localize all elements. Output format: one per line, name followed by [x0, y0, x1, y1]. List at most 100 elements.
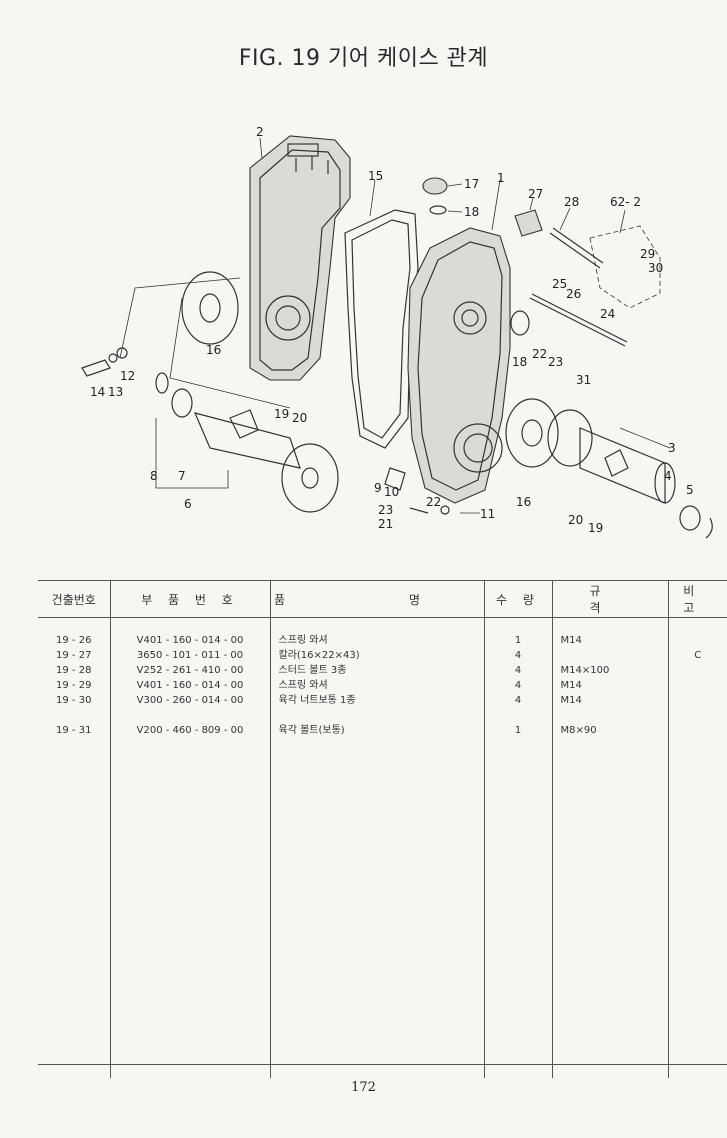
cell-part-no: V300 - 260 - 014 - 00: [109, 693, 270, 708]
callout-19b: 19: [588, 521, 603, 535]
cell-remark: [667, 633, 727, 648]
callout-11: 11: [480, 507, 495, 521]
cell-remark: [667, 678, 727, 693]
filler-cap: [422, 177, 448, 215]
cell-spec: M14: [551, 633, 668, 648]
callout-17: 17: [464, 177, 479, 191]
cell-ref: [38, 708, 110, 723]
callout-16: 16: [206, 343, 221, 357]
left-shaft-assembly: [155, 271, 339, 513]
cell-qty: 1: [483, 723, 552, 738]
cell-name: [269, 708, 484, 723]
header-spec: 규 격: [551, 580, 668, 618]
table-header-row: 건출번호 부 품 번 호 품 명 수 량 규 격 비 고: [38, 580, 727, 618]
callout-20b: 20: [568, 513, 583, 527]
cell-remark: [667, 708, 727, 723]
callout-6: 6: [184, 497, 192, 511]
cell-qty: 4: [483, 663, 552, 678]
cell-name: 스프링 와셔: [269, 678, 484, 693]
cell-spec: [551, 708, 668, 723]
right-shaft-assembly: [505, 398, 713, 539]
table-row: 19 - 30 V300 - 260 - 014 - 00 육각 너트보통 1종…: [38, 693, 727, 708]
callout-18: 18: [464, 205, 479, 219]
exploded-diagram: 2 15 17 1 18 27 28 62- 2 29 30 25 26 24 …: [60, 118, 727, 548]
cell-spec: M14×100: [551, 663, 668, 678]
cell-qty: 4: [483, 648, 552, 663]
parts-table: 건출번호 부 품 번 호 품 명 수 량 규 격 비 고 19 - 26 V40…: [38, 580, 727, 1078]
callout-27: 27: [528, 187, 543, 201]
callout-1: 1: [497, 171, 505, 185]
cell-part-no: [109, 708, 270, 723]
callout-9: 9: [374, 481, 382, 495]
cell-ref: 19 - 27: [56, 650, 92, 661]
header-name: 품 명: [269, 580, 484, 618]
callout-31: 31: [576, 373, 591, 387]
cell-part-no: V401 - 160 - 014 - 00: [109, 678, 270, 693]
cell-qty: 4: [483, 693, 552, 708]
header-remark: 비 고: [667, 580, 727, 618]
page-number: 172: [351, 1080, 376, 1095]
cell-part-no: V200 - 460 - 809 - 00: [109, 723, 270, 738]
cell-ref: 19 - 29: [56, 680, 92, 691]
cell-qty: [483, 708, 552, 723]
callout-18b: 18: [512, 355, 527, 369]
table-bottom-rule: [38, 1064, 727, 1065]
table-row: 19 - 29 V401 - 160 - 014 - 00 스프링 와셔 4 M…: [38, 678, 727, 693]
callout-30: 30: [648, 261, 663, 275]
callout-5: 5: [686, 483, 694, 497]
table-filler-row: [38, 738, 727, 1078]
gasket: [344, 209, 419, 449]
cell-name: 칼라(16×22×43): [269, 648, 484, 663]
table-row: 19 - 31 V200 - 460 - 809 - 00 육각 볼트(보통) …: [38, 723, 727, 738]
callout-10: 10: [384, 485, 399, 499]
cell-remark: C: [667, 648, 727, 663]
table-row: 19 - 28 V252 - 261 - 410 - 00 스터드 볼트 3종 …: [38, 663, 727, 678]
cell-part-no: 3650 - 101 - 011 - 00: [109, 648, 270, 663]
header-part-no: 부 품 번 호: [109, 580, 270, 618]
right-gear-case: [407, 227, 511, 504]
cell-ref: 19 - 31: [56, 725, 92, 736]
callout-7: 7: [178, 469, 186, 483]
cell-name: 육각 볼트(보통): [269, 723, 484, 738]
cell-ref: 19 - 26: [56, 635, 92, 646]
cell-spec: M14: [551, 693, 668, 708]
callout-14: 14: [90, 385, 105, 399]
cell-name: 스터드 볼트 3종: [269, 663, 484, 678]
cell-name: 육각 너트보통 1종: [269, 693, 484, 708]
callout-12: 12: [120, 369, 135, 383]
callout-2: 2: [256, 125, 264, 139]
callout-19: 19: [274, 407, 289, 421]
cell-ref: 19 - 30: [56, 695, 92, 706]
cell-spec: [551, 648, 668, 663]
cell-part-no: V252 - 261 - 410 - 00: [109, 663, 270, 678]
cell-qty: 1: [483, 633, 552, 648]
cell-remark: [667, 723, 727, 738]
page-title: FIG. 19 기어 케이스 관계: [238, 46, 489, 71]
callout-21: 21: [378, 517, 393, 531]
callout-24: 24: [600, 307, 615, 321]
callout-22b: 22: [426, 495, 441, 509]
callout-16b: 16: [516, 495, 531, 509]
cell-spec: M14: [551, 678, 668, 693]
callout-13: 13: [108, 385, 123, 399]
cell-name: 스프링 와셔: [269, 633, 484, 648]
callout-15: 15: [368, 169, 383, 183]
table-row: 19 - 26 V401 - 160 - 014 - 00 스프링 와셔 1 M…: [38, 633, 727, 648]
callout-20: 20: [292, 411, 307, 425]
left-gear-case: [249, 135, 351, 381]
callout-28: 28: [564, 195, 579, 209]
callout-29: 29: [640, 247, 655, 261]
collar-and-stud: [514, 209, 604, 269]
bracket-reference: [589, 225, 661, 309]
callout-23: 23: [548, 355, 563, 369]
callout-62-2: 62- 2: [610, 195, 641, 209]
table-row: [38, 708, 727, 723]
cell-spec: M8×90: [551, 723, 668, 738]
cell-remark: [667, 663, 727, 678]
callout-25: 25: [552, 277, 567, 291]
cell-ref: 19 - 28: [56, 665, 92, 676]
callout-4: 4: [664, 469, 672, 483]
cell-qty: 4: [483, 678, 552, 693]
callout-23b: 23: [378, 503, 393, 517]
